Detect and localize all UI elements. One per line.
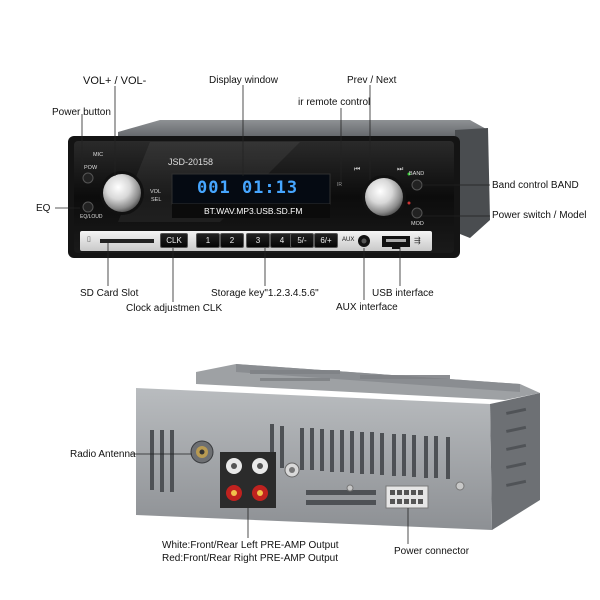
callout-vol: VOL+ / VOL- <box>83 75 147 87</box>
next-icon: ⏭ <box>397 166 404 173</box>
callout-usb: USB interface <box>372 288 434 299</box>
callout-ir-remote: ir remote control <box>298 97 371 108</box>
callout-band-control: Band control BAND <box>492 180 579 191</box>
callout-eq: EQ <box>36 203 51 214</box>
callout-preamp-red: Red:Front/Rear Right PRE-AMP Output <box>162 553 338 564</box>
vol-label: VOL <box>150 189 162 195</box>
band-label: BAND <box>409 171 425 177</box>
model-number: JSD-20158 <box>168 157 214 167</box>
callout-sd-card: SD Card Slot <box>80 288 139 299</box>
formats-label: BT.WAV.MP3.USB.SD.FM <box>204 206 303 216</box>
eq-loud-label: EQ/LOUD <box>80 214 103 220</box>
pow-label: POW <box>84 165 98 171</box>
preset-2-button[interactable]: 2 <box>220 233 244 248</box>
sel-label: SEL <box>151 197 162 203</box>
prev-icon: ⏮ <box>354 166 361 173</box>
sd-card-icon: ▯ <box>87 236 91 243</box>
ir-label: IR <box>337 182 342 188</box>
clk-button[interactable]: CLK <box>160 233 188 248</box>
preset-1-button[interactable]: 1 <box>196 233 220 248</box>
preset-3-button[interactable]: 3 <box>246 233 270 248</box>
callout-radio-antenna: Radio Antenna <box>70 449 136 460</box>
usb-icon: ⇶ <box>414 236 421 245</box>
callout-power-connector: Power connector <box>394 546 470 557</box>
preset-5-button[interactable]: 5/- <box>290 233 314 248</box>
callout-aux: AUX interface <box>336 302 398 313</box>
callout-prev-next: Prev / Next <box>347 75 397 86</box>
callout-display-window: Display window <box>209 75 278 86</box>
mod-label: MOD <box>411 221 424 227</box>
mic-label: MIC <box>93 152 104 158</box>
aux-label: AUX <box>342 237 355 243</box>
callout-power-button: Power button <box>52 107 111 118</box>
display-readout: 001 01:13 <box>197 178 299 198</box>
preset-6-button[interactable]: 6/+ <box>314 233 338 248</box>
callout-preamp-white: White:Front/Rear Left PRE-AMP Output <box>162 540 339 551</box>
callout-power-switch: Power switch / Model <box>492 210 587 221</box>
callout-clock: Clock adjustmen CLK <box>126 303 223 314</box>
callout-storage-key: Storage key"1.2.3.4.5.6" <box>211 288 319 299</box>
